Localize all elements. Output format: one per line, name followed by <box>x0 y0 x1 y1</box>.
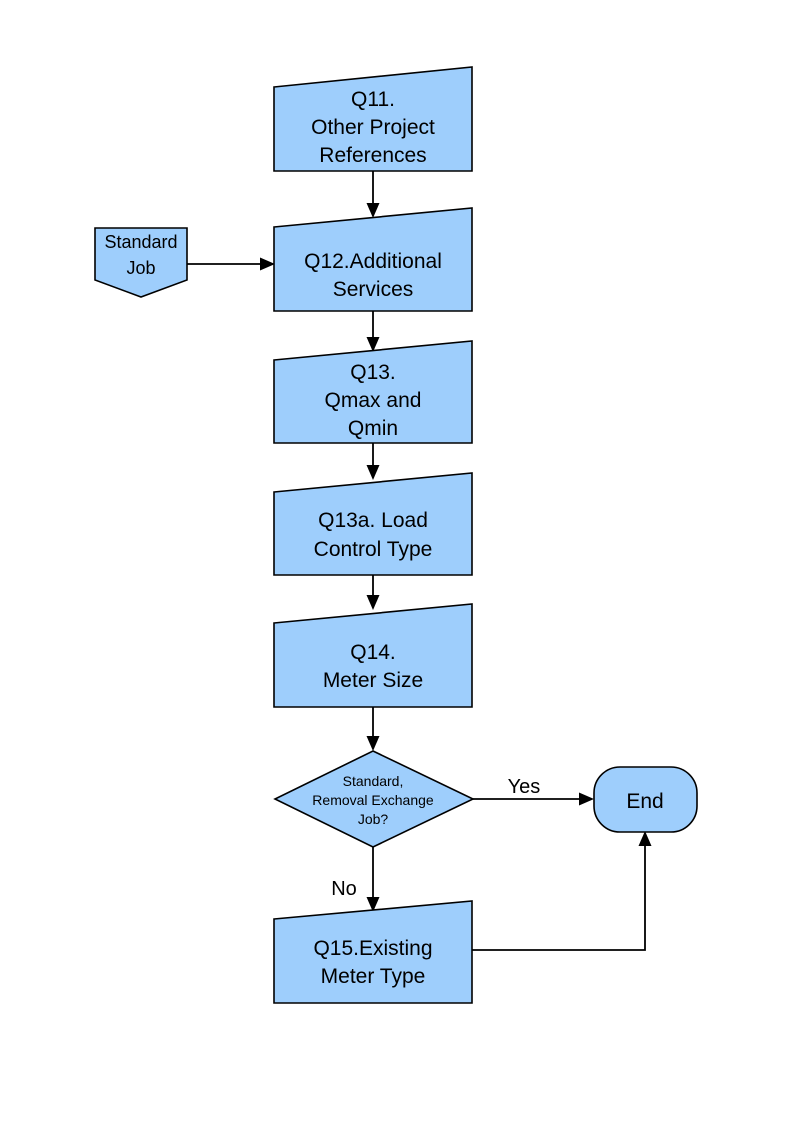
node-q13[interactable]: Q13. Qmax and Qmin <box>273 340 473 444</box>
node-q12-line-2: Services <box>333 278 414 301</box>
node-q15[interactable]: Q15.Existing Meter Type <box>273 900 473 1004</box>
node-end-label: End <box>626 790 663 813</box>
node-end-shape[interactable] <box>593 766 698 833</box>
edge-label-no: No <box>331 878 357 900</box>
node-q13-line-1: Q13. <box>350 361 396 384</box>
node-decision[interactable]: Standard, Removal Exchange Job? <box>273 750 475 848</box>
node-q12-shape[interactable] <box>273 207 473 312</box>
node-decision-line-3: Job? <box>358 811 389 827</box>
edge-q12-q13-arrowhead <box>366 337 380 352</box>
edge-decision-q15: No <box>331 847 380 912</box>
node-decision-line-2: Removal Exchange <box>312 792 434 808</box>
node-standard-job-line-1: Standard <box>104 232 177 252</box>
node-q14-line-1: Q14. <box>350 641 396 664</box>
node-end[interactable]: End <box>593 766 698 833</box>
edge-q15-end <box>472 831 652 951</box>
edge-q13a-q14-arrowhead <box>366 595 380 610</box>
node-standard-job[interactable]: Standard Job <box>94 227 188 298</box>
edge-q14-decision-arrowhead <box>366 736 380 751</box>
edge-label-yes: Yes <box>508 776 541 798</box>
node-q13-line-2: Qmax and <box>325 389 422 412</box>
edge-q15-end-arrowhead <box>638 831 652 846</box>
node-standard-job-line-2: Job <box>126 258 155 278</box>
edge-q11-q12 <box>366 171 380 218</box>
node-q11[interactable]: Q11. Other Project References <box>273 66 473 172</box>
node-q14[interactable]: Q14. Meter Size <box>273 603 473 708</box>
edge-decision-end: Yes <box>473 776 594 806</box>
edge-decision-q15-arrowhead <box>366 897 380 912</box>
edge-q13-q13a <box>366 443 380 480</box>
node-q14-line-2: Meter Size <box>323 669 423 692</box>
edge-q13-q13a-arrowhead <box>366 465 380 480</box>
node-q11-line-2: Other Project <box>311 116 435 139</box>
node-q13a[interactable]: Q13a. Load Control Type <box>273 472 473 576</box>
node-q15-line-1: Q15.Existing <box>313 937 432 960</box>
edge-decision-end-arrowhead <box>579 792 594 806</box>
edge-q15-end-line <box>472 846 646 951</box>
edge-q11-q12-arrowhead <box>366 203 380 218</box>
node-q14-shape[interactable] <box>273 603 473 708</box>
node-q13a-line-2: Control Type <box>314 538 433 561</box>
node-q13a-shape[interactable] <box>273 472 473 576</box>
node-decision-shape[interactable] <box>273 750 475 848</box>
node-standard-job-shape[interactable] <box>94 227 188 298</box>
node-q11-line-1: Q11. <box>351 88 395 111</box>
node-q12[interactable]: Q12.Additional Services <box>273 207 473 312</box>
node-q11-line-3: References <box>319 144 426 167</box>
node-q15-shape[interactable] <box>273 900 473 1004</box>
edge-q13a-q14 <box>366 575 380 610</box>
node-q13-line-3: Qmin <box>348 417 398 440</box>
edge-q14-decision <box>366 707 380 751</box>
edge-standardjob-q12-arrowhead <box>260 257 275 271</box>
node-q13a-line-1: Q13a. Load <box>318 509 428 532</box>
node-q12-line-1: Q12.Additional <box>304 250 442 273</box>
node-q13-shape[interactable] <box>273 340 473 444</box>
edge-standardjob-q12 <box>187 257 275 271</box>
node-q11-shape[interactable] <box>273 66 473 172</box>
node-q15-line-2: Meter Type <box>321 965 426 988</box>
node-decision-line-1: Standard, <box>343 773 404 789</box>
edge-q12-q13 <box>366 311 380 352</box>
